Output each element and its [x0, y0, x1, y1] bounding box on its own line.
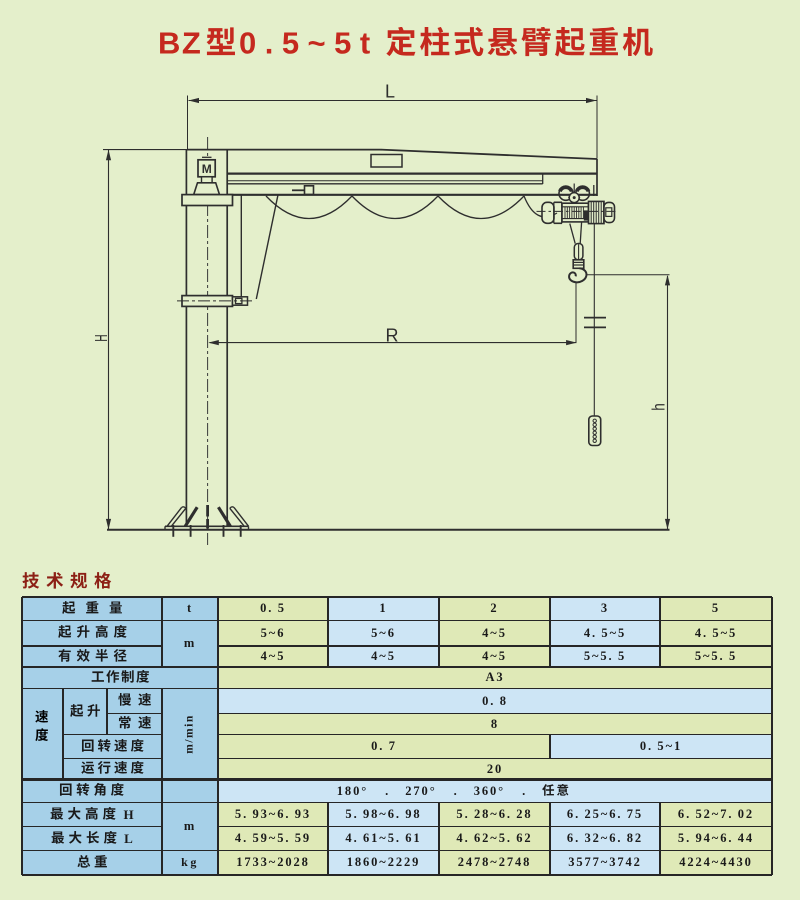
svg-text:0.5~5t: 0.5~5t [239, 27, 379, 60]
svg-text:H: H [92, 334, 112, 341]
svg-text:R: R [386, 326, 399, 346]
svg-text:h: h [650, 403, 669, 411]
svg-text:L: L [385, 82, 395, 102]
svg-text:BZ: BZ [158, 27, 202, 60]
svg-text:M: M [202, 162, 212, 176]
